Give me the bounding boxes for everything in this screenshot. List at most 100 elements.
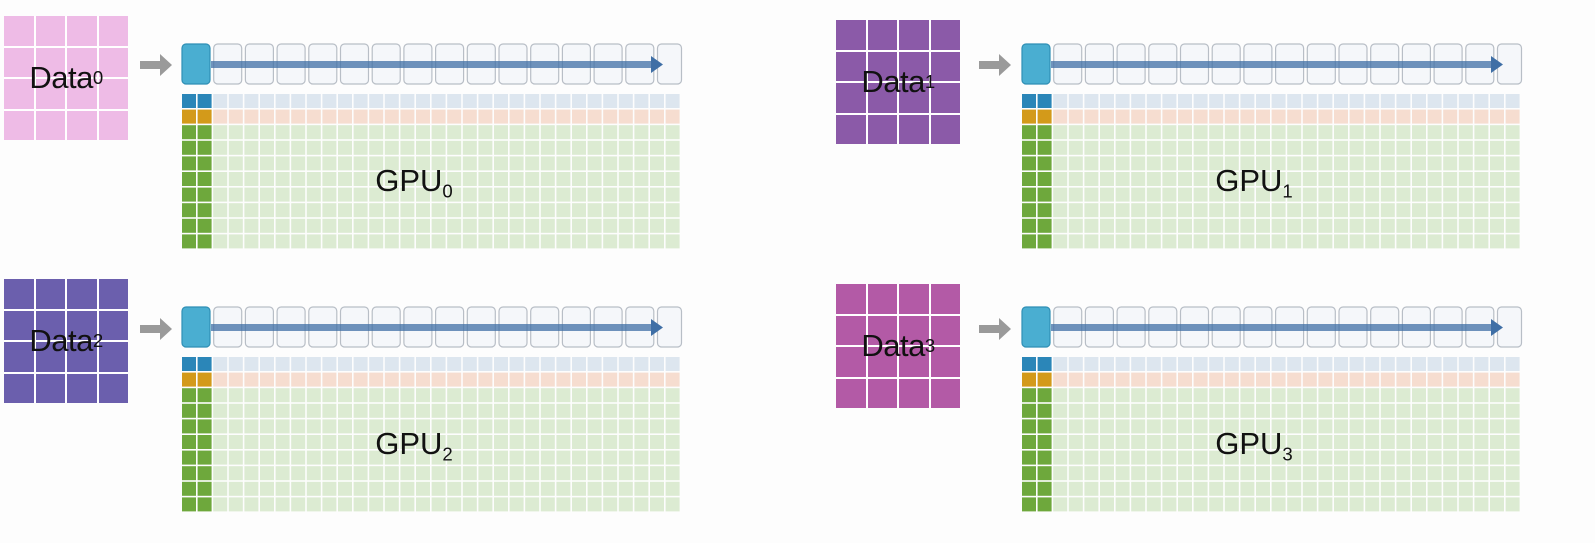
gpu-grid-cell bbox=[603, 388, 618, 403]
gpu-grid-cell bbox=[1458, 403, 1473, 418]
gpu-grid-cell bbox=[1193, 357, 1208, 371]
gpu-grid-cell bbox=[182, 435, 196, 449]
gpu-grid-cell bbox=[228, 481, 243, 496]
gpu-grid-cell bbox=[416, 419, 430, 434]
gpu-grid-cell bbox=[1146, 450, 1161, 465]
gpu-grid-cell bbox=[1022, 94, 1036, 108]
gpu-grid-cell bbox=[1302, 187, 1317, 202]
gpu-grid-cell bbox=[197, 156, 212, 171]
gpu-grid-cell bbox=[1412, 403, 1426, 418]
gpu-grid-cell bbox=[197, 172, 212, 186]
gpu-grid-cell bbox=[275, 234, 290, 249]
gpu-grid-cell bbox=[525, 172, 540, 186]
gpu-grid-cell bbox=[260, 156, 274, 171]
gpu-grid-cell bbox=[1100, 466, 1114, 481]
gpu-subscript-2: 2 bbox=[442, 443, 453, 465]
gpu-grid-cell bbox=[1209, 419, 1224, 434]
gpu-grid-cell bbox=[525, 109, 540, 124]
gpu-grid-cell bbox=[1053, 466, 1068, 481]
gpu-grid-cell bbox=[572, 109, 586, 124]
gpu-grid-cell bbox=[1146, 156, 1161, 171]
gpu-grid-cell bbox=[1209, 403, 1224, 418]
gpu-grid-cell bbox=[1100, 234, 1114, 249]
gpu-grid-cell bbox=[213, 419, 228, 434]
gpu-grid-cell bbox=[1334, 203, 1348, 218]
gpu-grid-cell bbox=[228, 172, 243, 186]
data-cell bbox=[98, 79, 128, 109]
gpu-grid-cell bbox=[462, 234, 477, 249]
gpu-grid-cell bbox=[244, 372, 259, 387]
gpu-grid-cell bbox=[182, 140, 196, 155]
gpu-grid-cell bbox=[1022, 435, 1036, 449]
gpu-grid-cell bbox=[1209, 203, 1224, 218]
gpu-grid-cell bbox=[540, 203, 555, 218]
gpu-grid-cell bbox=[634, 466, 649, 481]
gpu-grid-cell bbox=[1162, 203, 1177, 218]
gpu-grid-cell bbox=[244, 481, 259, 496]
gpu-grid-cell bbox=[400, 435, 415, 449]
gpu-grid-cell bbox=[1037, 125, 1052, 140]
gpu-grid-cell bbox=[1380, 187, 1395, 202]
gpu-grid-cell bbox=[1490, 140, 1504, 155]
gpu-grid-cell bbox=[540, 497, 555, 512]
gpu-grid-cell bbox=[353, 218, 368, 233]
data-cell bbox=[67, 342, 97, 372]
gpu-grid-cell bbox=[369, 109, 384, 124]
gpu-grid-cell bbox=[1209, 109, 1224, 124]
gpu-grid-cell bbox=[1380, 497, 1395, 512]
data-cell bbox=[4, 110, 34, 140]
gpu-grid-cell bbox=[1100, 109, 1114, 124]
gpu-grid-cell bbox=[338, 140, 352, 155]
gpu-grid-cell bbox=[431, 388, 446, 403]
gpu-grid-cell bbox=[1443, 203, 1458, 218]
gpu-grid-cell bbox=[1068, 218, 1083, 233]
gpu-grid-cell bbox=[1334, 109, 1348, 124]
gpu-grid-cell bbox=[1193, 388, 1208, 403]
gpu-grid-cell bbox=[1302, 140, 1317, 155]
gpu-grid-cell bbox=[1209, 125, 1224, 140]
gpu-grid-cell bbox=[228, 125, 243, 140]
gpu-grid-cell bbox=[1349, 156, 1364, 171]
gpu-grid-cell bbox=[618, 497, 633, 512]
gpu-grid-cell bbox=[462, 218, 477, 233]
gpu-grid-cell bbox=[1490, 481, 1504, 496]
gpu-grid-cell bbox=[1443, 187, 1458, 202]
gpu-grid-cell bbox=[650, 156, 664, 171]
gpu-grid-cell bbox=[416, 203, 430, 218]
gpu-grid-cell bbox=[1365, 156, 1380, 171]
gpu-grid-cell bbox=[1349, 109, 1364, 124]
data-cell bbox=[930, 284, 960, 314]
gpu-grid-cell bbox=[494, 450, 508, 465]
data-cell bbox=[4, 373, 34, 403]
gpu-grid-cell bbox=[650, 187, 664, 202]
gpu-grid-cell bbox=[244, 450, 259, 465]
gpu-grid-cell bbox=[1349, 466, 1364, 481]
gpu-grid-cell bbox=[353, 372, 368, 387]
gpu-grid-cell bbox=[572, 156, 586, 171]
gpu-grid-cell bbox=[338, 435, 352, 449]
gpu-grid-cell bbox=[384, 403, 399, 418]
gpu-grid-cell bbox=[182, 234, 196, 249]
gpu-grid-cell bbox=[462, 172, 477, 186]
gpu-grid-cell bbox=[1318, 403, 1333, 418]
gpu-grid-cell bbox=[182, 403, 196, 418]
gpu-grid-cell bbox=[228, 94, 243, 108]
gpu-grid-cell bbox=[618, 419, 633, 434]
gpu-grid-cell bbox=[665, 497, 680, 512]
data-cell bbox=[867, 347, 897, 377]
gpu-grid-cell bbox=[1256, 419, 1270, 434]
gpu-grid-cell bbox=[1271, 435, 1286, 449]
gpu-grid-cell bbox=[1178, 388, 1192, 403]
data-cell bbox=[67, 79, 97, 109]
gpu-grid-cell bbox=[1458, 125, 1473, 140]
gpu-grid-cell bbox=[1053, 357, 1068, 371]
gpu-grid-cell bbox=[650, 357, 664, 371]
gpu-grid-cell bbox=[572, 372, 586, 387]
gpu-grid-cell bbox=[462, 203, 477, 218]
gpu-grid-cell bbox=[1349, 435, 1364, 449]
gpu-grid-cell bbox=[1193, 125, 1208, 140]
gpu-grid-cell bbox=[1115, 357, 1130, 371]
gpu-grid-cell bbox=[509, 140, 524, 155]
feed-arrow-2 bbox=[140, 318, 172, 340]
